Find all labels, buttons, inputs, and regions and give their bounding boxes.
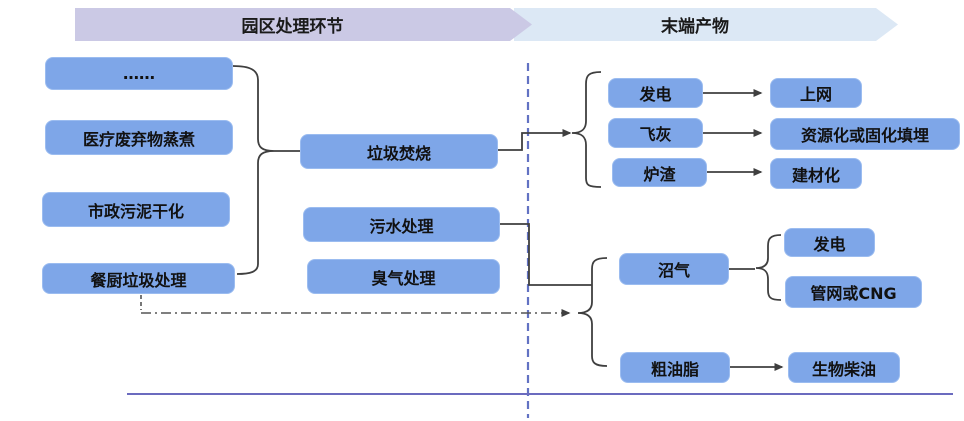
groupB-brace	[577, 257, 608, 367]
source-box-kitchen-waste: 餐厨垃圾处理	[42, 263, 235, 294]
dest-box-biodiesel-label: 生物柴油	[811, 359, 876, 379]
output-box-crude-oil: 粗油脂	[620, 352, 730, 383]
output-box-slag-label: 炉渣	[643, 164, 676, 184]
output-box-biogas-label: 沼气	[657, 261, 690, 280]
source-box-others: ……	[45, 57, 233, 90]
wastewater-to-groupB-line	[500, 223, 592, 286]
output-box-fly-ash-label: 飞灰	[639, 125, 672, 144]
process-box-incineration: 垃圾焚烧	[300, 134, 498, 169]
dest-box-grid: 上网	[770, 78, 862, 108]
header-stage-products: 末端产物	[514, 8, 898, 41]
process-box-incineration-label: 垃圾焚烧	[366, 143, 431, 163]
header-stage-processing: 园区处理环节	[75, 8, 532, 41]
source-box-medical-waste: 医疗废弃物蒸煮	[45, 120, 233, 155]
sources-brace	[232, 65, 275, 275]
source-box-sludge-drying: 市政污泥干化	[42, 192, 230, 227]
dest-box-biodiesel: 生物柴油	[788, 352, 900, 383]
groupA-brace	[571, 71, 602, 188]
dest-box-pipeline-cng: 管网或CNG	[785, 276, 922, 308]
dest-box-recycling-landfill-label: 资源化或固化填埋	[800, 126, 929, 145]
process-box-wastewater-label: 污水处理	[369, 216, 434, 236]
output-box-biogas: 沼气	[619, 253, 729, 285]
source-box-medical-waste-label: 医疗废弃物蒸煮	[82, 129, 195, 149]
header-stage-products-label: 末端产物	[661, 17, 729, 37]
process-box-odor-label: 臭气处理	[371, 268, 436, 288]
dest-box-building-material: 建材化	[770, 158, 862, 189]
output-box-power: 发电	[608, 78, 703, 108]
output-box-fly-ash: 飞灰	[608, 118, 703, 148]
incineration-to-groupA-arrow	[498, 129, 572, 151]
source-box-others-label: ……	[123, 64, 155, 83]
output-box-power-label: 发电	[639, 85, 672, 104]
dest-box-grid-label: 上网	[799, 85, 832, 104]
output-box-crude-oil-label: 粗油脂	[650, 359, 699, 379]
dest-box-biogas-power-label: 发电	[813, 234, 846, 254]
output-box-slag: 炉渣	[612, 158, 707, 187]
dest-box-pipeline-cng-label: 管网或CNG	[810, 284, 897, 303]
dest-box-building-material-label: 建材化	[791, 165, 840, 185]
biogas-subbrace	[755, 234, 782, 301]
source-box-sludge-drying-label: 市政污泥干化	[87, 201, 184, 221]
header-stage-processing-label: 园区处理环节	[241, 17, 344, 37]
source-box-kitchen-waste-label: 餐厨垃圾处理	[90, 270, 187, 290]
dest-box-recycling-landfill: 资源化或固化填埋	[770, 118, 960, 150]
process-box-wastewater: 污水处理	[303, 207, 500, 242]
process-box-odor: 臭气处理	[307, 259, 500, 294]
dest-box-biogas-power: 发电	[784, 228, 875, 257]
